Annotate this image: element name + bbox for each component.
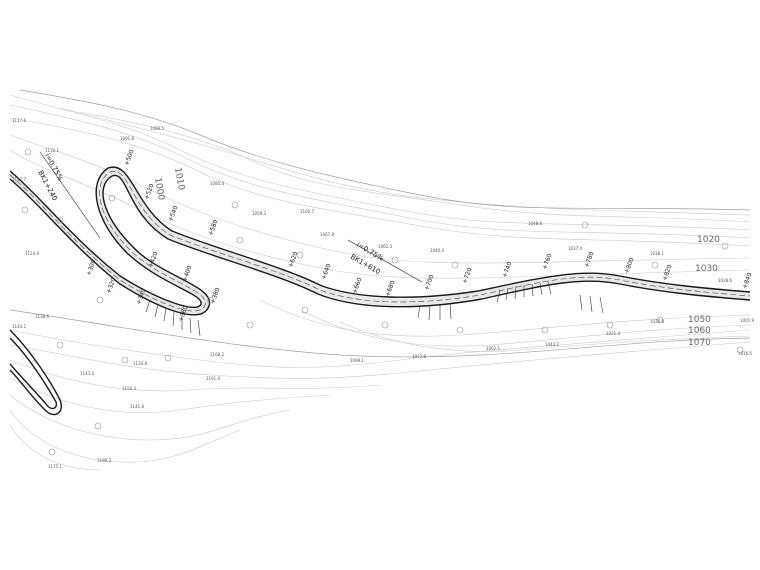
station-mark: +580 [207,219,219,237]
spot-elevation: 1091.8 [120,136,134,141]
road-alignment [7,166,751,416]
spot-elevation: 1021.4 [606,331,620,336]
contour-label: 1070 [688,338,711,348]
station-mark: +760 [541,253,553,271]
spot-elevation: 1124.9 [25,251,39,256]
station-mark: +640 [320,263,332,281]
spot-elevation: 1016.5 [738,351,752,356]
contour-labels: 1000 1010 1020 1030 1050 1060 1070 [152,167,720,348]
station-mark: +500 [123,149,135,167]
station-mark: +380 [209,287,221,305]
station-mark: +700 [423,274,435,292]
terrain-contours [9,89,751,471]
survey-point-markers [21,148,744,456]
spot-elevation: 1117.6 [12,118,26,123]
spot-elevation: 1061.3 [378,244,392,249]
spot-elevation: 1132.1 [45,148,59,153]
station-mark: +820 [661,264,673,282]
station-mark: +620 [287,251,299,269]
spot-elevation: 1144.2 [12,324,26,329]
spot-elevation: 1168.2 [210,352,224,357]
spot-elevation: 1077.8 [412,354,426,359]
station-mark: +680 [384,280,396,298]
spot-elevation: 1191.0 [206,376,220,381]
station-mark: +540 [167,205,179,223]
spot-elevation: 1037.4 [568,246,582,251]
spot-elevation: 1099.1 [350,358,364,363]
spot-elevations: 1117.6 1091.8 1080.5 1132.1 1117.7 1085.… [12,118,754,469]
station-mark: +320 [105,277,117,295]
station-mark: +300 [85,259,97,277]
station-mark: +720 [461,267,473,285]
spot-elevation: 1100.7 [300,209,314,214]
spot-elevation: 1001.9 [740,318,754,323]
spot-elevation: 1028.6 [718,278,732,283]
spot-elevation: 1085.4 [210,181,224,186]
station-mark: +800 [623,257,635,275]
spot-elevation: 1026.8 [650,319,664,324]
contour-label: 1030 [695,264,718,274]
spot-elevation: 1067.8 [320,232,334,237]
spot-elevation: 1138.6 [35,314,49,319]
contour-label: 1000 [152,177,166,202]
spot-elevation: 1143.0 [80,371,94,376]
contour-label: 1020 [697,235,720,245]
station-mark: +400 [181,265,193,283]
contour-label: 1060 [688,326,711,336]
station-mark: +780 [583,251,595,269]
spot-elevation: 1150.3 [122,386,136,391]
spot-elevation: 1040.4 [430,248,444,253]
spot-elevation: 1043.2 [545,342,559,347]
spot-elevation: 1141.8 [130,404,144,409]
spot-elevation: 1048.8 [528,221,542,226]
spot-elevation: 1190.3 [97,458,111,463]
slope-hatching [145,281,604,337]
station-mark: +840 [741,272,753,290]
station-mark: +740 [501,261,513,279]
spot-elevation: 1080.5 [150,126,164,131]
spot-elevation: 1038.1 [650,251,664,256]
spot-elevation: 1175.1 [48,464,62,469]
contour-label: 1010 [172,167,186,192]
station-mark: +660 [351,277,363,295]
spot-elevation: 1117.7 [12,177,26,182]
contour-label: 1050 [688,315,711,325]
spot-elevation: 1062.5 [486,346,500,351]
spot-elevation: 1059.3 [252,211,266,216]
spot-elevation: 1134.8 [133,361,147,366]
